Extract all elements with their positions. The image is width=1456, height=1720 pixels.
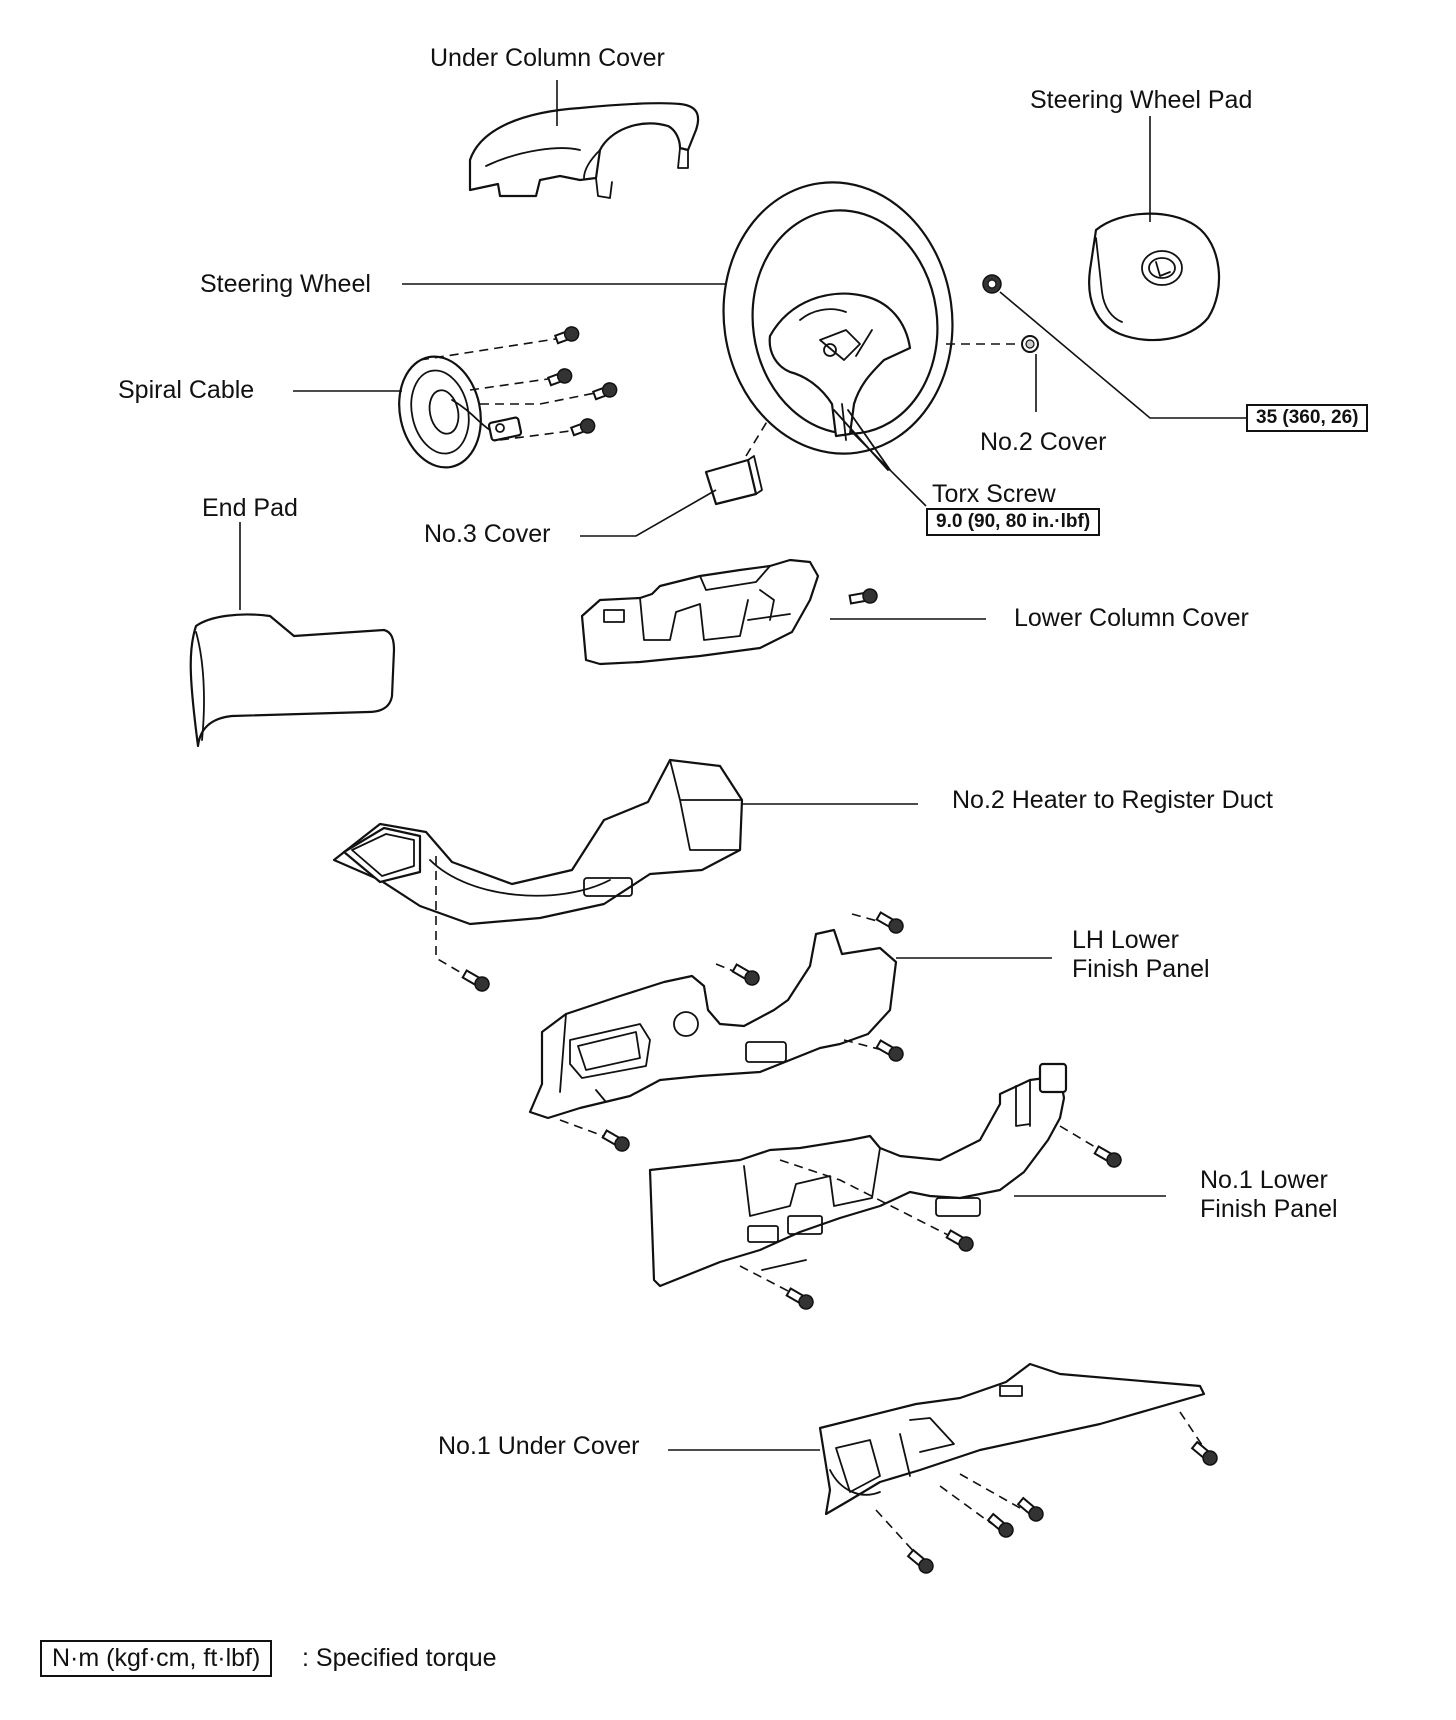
- nut-drawing: [982, 274, 1002, 294]
- heater-duct-screw: [461, 969, 490, 992]
- no3-cover-drawing: [704, 455, 763, 506]
- label-no1-lower-finish-panel: No.1 Lower Finish Panel: [1200, 1166, 1338, 1224]
- steering-wheel-drawing: [722, 181, 954, 471]
- legend-unit-box: N·m (kgf·cm, ft·lbf): [40, 1640, 273, 1677]
- label-no1-lower-line1: No.1 Lower: [1200, 1166, 1328, 1194]
- label-torx-screw: Torx Screw: [932, 480, 1056, 508]
- label-lower-column-cover: Lower Column Cover: [1014, 604, 1249, 632]
- no1-lower-finish-panel-screws: [739, 1125, 1122, 1310]
- label-end-pad: End Pad: [202, 494, 298, 522]
- legend-description: : Specified torque: [302, 1644, 497, 1672]
- label-lh-lower-line2: Finish Panel: [1072, 954, 1210, 983]
- lower-column-cover-drawing: [580, 558, 820, 666]
- no1-under-cover-screws: [875, 1411, 1218, 1574]
- label-no3-cover: No.3 Cover: [424, 520, 551, 548]
- label-no2-heater-duct: No.2 Heater to Register Duct: [952, 786, 1273, 814]
- torx-screw-leader: [849, 429, 927, 507]
- label-under-column-cover: Under Column Cover: [430, 44, 665, 72]
- label-lh-lower-line1: LH Lower: [1072, 926, 1179, 954]
- torque-spec-torx-screw: 9.0 (90, 80 in.·lbf): [926, 508, 1101, 536]
- label-lh-lower-finish-panel: LH Lower Finish Panel: [1072, 926, 1210, 984]
- label-spiral-cable: Spiral Cable: [118, 376, 255, 404]
- under-column-cover-drawing: [468, 102, 700, 199]
- label-no1-under-cover: No.1 Under Cover: [438, 1432, 640, 1460]
- lh-lower-finish-panel-screws: [559, 911, 904, 1152]
- spiral-cable-drawing: [398, 355, 523, 469]
- heater-duct-dashline: [435, 856, 471, 979]
- heater-duct-drawing: [332, 758, 744, 926]
- no1-lower-finish-panel-drawing: [648, 1062, 1068, 1288]
- spiral-cable-screws: [419, 326, 618, 441]
- no1-under-cover-drawing: [818, 1362, 1206, 1516]
- end-pad-drawing: [189, 613, 396, 748]
- no2-cover-drawing: [1021, 335, 1039, 353]
- lower-column-cover-screw: [848, 588, 878, 605]
- lh-lower-finish-panel-drawing: [528, 928, 898, 1120]
- label-no1-lower-line2: Finish Panel: [1200, 1194, 1338, 1223]
- label-steering-wheel-pad: Steering Wheel Pad: [1030, 86, 1253, 114]
- nut-torque-leader: [999, 291, 1250, 419]
- steering-wheel-pad-drawing: [1088, 212, 1221, 342]
- torque-spec-nut: 35 (360, 26): [1246, 404, 1369, 432]
- label-steering-wheel: Steering Wheel: [200, 270, 371, 298]
- no3-cover-leader: [580, 489, 717, 537]
- no3-cover-dashline: [745, 419, 769, 457]
- label-no2-cover: No.2 Cover: [980, 428, 1107, 456]
